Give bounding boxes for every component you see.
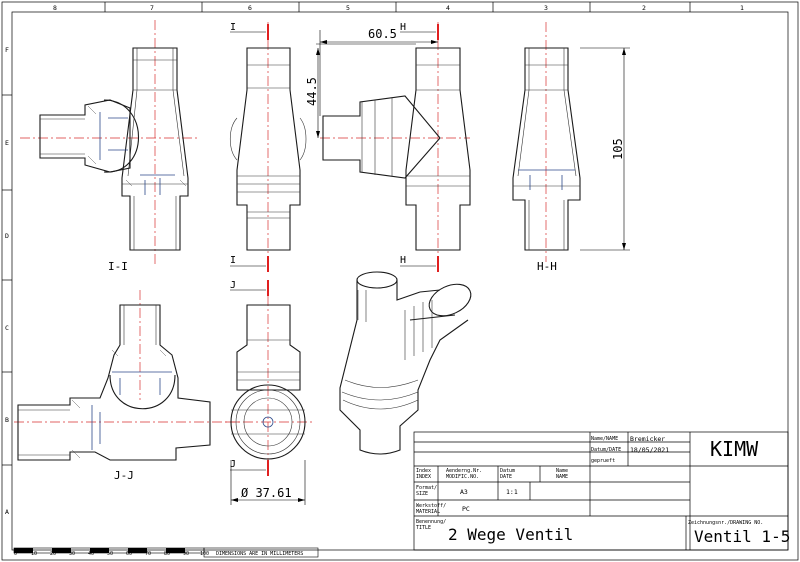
title-block-label: Name/NAME [591,436,618,442]
title-block-label: Werkstoff/ [416,503,446,509]
scale-tick: 40 [88,551,94,557]
row-label: B [5,416,9,424]
title-block-label: MATERIAL [416,509,440,515]
column-label: 7 [150,4,154,12]
title-block-label: Benennung/ [416,519,446,525]
drawing-title: 2 Wege Ventil [448,525,573,544]
cut-marker-label: H [400,22,406,33]
title-block-label: Format/ [416,485,437,491]
title-block-label: INDEX [416,474,431,480]
dimension-height: 44.5 [305,77,319,106]
row-label: C [5,324,9,332]
row-label: F [5,46,9,54]
title-block-label: Datum/DATE [591,447,621,453]
column-label: 3 [544,4,548,12]
front-view [229,22,307,262]
cut-marker-label: I [230,255,236,266]
title-block-label: geprueft [591,458,615,464]
title-block-label: Datum [500,468,515,474]
dimension-width: 60.5 [368,27,397,41]
company-name: KIMW [710,437,759,461]
title-block-value: A3 [460,488,468,496]
column-label: 4 [446,4,450,12]
drawing-number: Ventil 1-5 [694,527,790,546]
scale-tick: 50 [107,551,113,557]
scale-tick: 70 [145,551,151,557]
column-label: 8 [53,4,57,12]
section-label: I-I [108,260,128,273]
scale-bar: 0 10 20 30 40 50 60 70 80 90 100 DIMENSI… [13,547,319,558]
scale-tick: 80 [164,551,170,557]
bottom-view: Ø 37.61 [225,296,312,505]
column-label: 2 [642,4,646,12]
column-label: 1 [740,4,744,12]
row-label: D [5,232,9,240]
title-block-label: Zeichnungsnr./DRAWING NO. [688,520,763,526]
scale-tick: 60 [126,551,132,557]
cut-marker-label: H [400,255,406,266]
title-block-label: Aenderng.Nr. [446,468,482,474]
title-block-label: TITLE [416,525,431,531]
scale-tick: 30 [69,551,75,557]
title-block: Name/NAME Bremicker Datum/DATE 18/05/202… [413,431,790,551]
row-label: A [5,508,9,516]
title-block-label: MODIFIC.NO. [446,474,479,480]
section-view-h-h: 105 H-H [512,22,630,273]
frame-column-labels: 8 7 6 5 4 3 2 1 [53,4,744,12]
dimension-diameter: Ø 37.61 [241,486,292,500]
column-label: 6 [248,4,252,12]
scale-tick: 20 [50,551,56,557]
row-label: E [5,139,9,147]
title-block-value: 18/05/2021 [630,446,669,454]
cut-marker-label: J [230,459,236,470]
side-view: 60.5 44.5 [305,22,471,262]
section-view-i-i: I-I [20,20,200,273]
column-label: 5 [346,4,350,12]
scale-note: DIMENSIONS ARE IN MILLIMETERS [216,551,303,557]
title-block-label: Index [416,468,431,474]
title-block-value: PC [462,505,470,513]
cut-marker-label: J [230,280,236,291]
dimension-total: 105 [611,138,625,160]
title-block-label: Name [556,468,568,474]
title-block-value: Bremicker [630,435,665,443]
title-block-label: DATE [500,474,512,480]
isometric-view [339,271,472,455]
title-block-value: 1:1 [506,488,518,496]
scale-tick: 90 [183,551,189,557]
frame-row-labels: F E D C B A [5,46,9,516]
cut-marker-label: I [230,22,236,33]
section-view-j-j: J-J [14,290,240,482]
scale-tick: 10 [31,551,37,557]
section-label: H-H [537,260,557,273]
scale-tick: 0 [14,551,17,557]
title-block-label: SIZE [416,491,428,497]
section-label: J-J [114,469,134,482]
cut-markers: I I H H J J [230,22,439,476]
title-block-label: NAME [556,474,568,480]
scale-tick: 100 [200,551,209,557]
